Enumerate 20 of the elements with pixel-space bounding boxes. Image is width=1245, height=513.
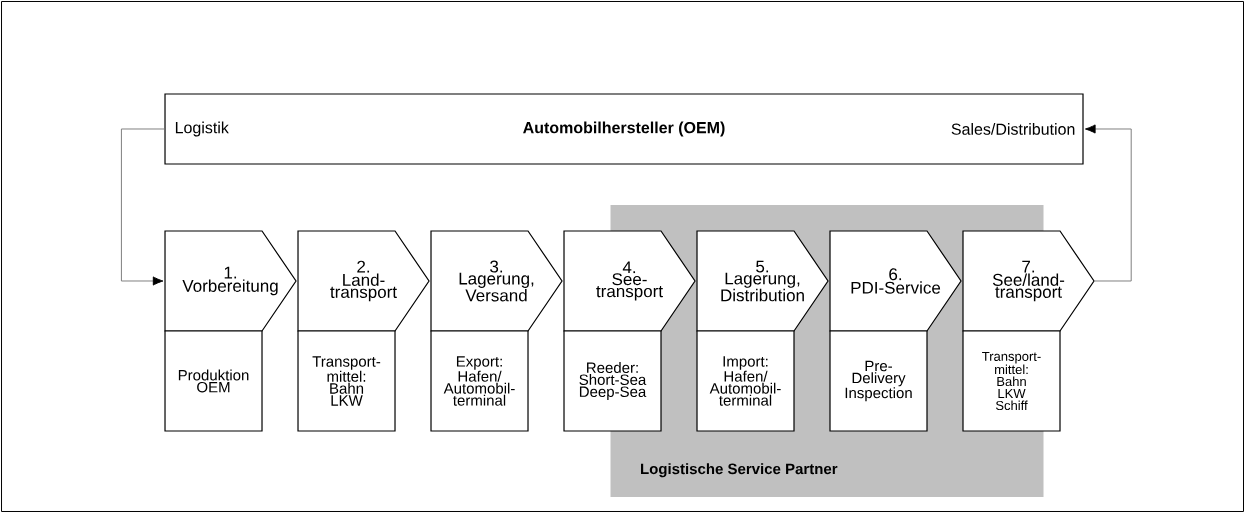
company-box xyxy=(164,93,1084,165)
process-step: 2. Land- transport xyxy=(297,230,430,332)
box-label: Sales/Distribution xyxy=(951,123,1075,135)
detail-box: Import: Hafen/ Automobil- terminal xyxy=(696,330,795,432)
connector-arrow xyxy=(120,128,165,286)
process-step: 4. See- transport xyxy=(563,230,696,332)
process-step: 5. Lagerung, Distribution xyxy=(696,230,829,332)
detail-box: Transport- mittel: Bahn LKW Schiff xyxy=(962,330,1061,432)
process-step: 1. Vorbereitung xyxy=(164,230,297,332)
box-label: Logistik xyxy=(175,121,229,137)
process-step: 6. PDI-Service xyxy=(829,230,962,332)
process-step: 3. Lagerung, Versand xyxy=(430,230,563,332)
detail-box: Transport- mittel: Bahn LKW xyxy=(297,330,396,432)
box-title: Automobilhersteller (OEM) xyxy=(523,121,725,137)
detail-box: Produktion OEM xyxy=(164,330,263,432)
detail-box: Pre- Delivery Inspection xyxy=(829,330,928,432)
detail-box: Export: Hafen/ Automobil- terminal xyxy=(430,330,529,432)
connector-arrow xyxy=(1084,124,1132,282)
detail-box: Reeder: Short-Sea Deep-Sea xyxy=(563,330,662,432)
process-step: 7. See/land- transport xyxy=(962,230,1095,332)
